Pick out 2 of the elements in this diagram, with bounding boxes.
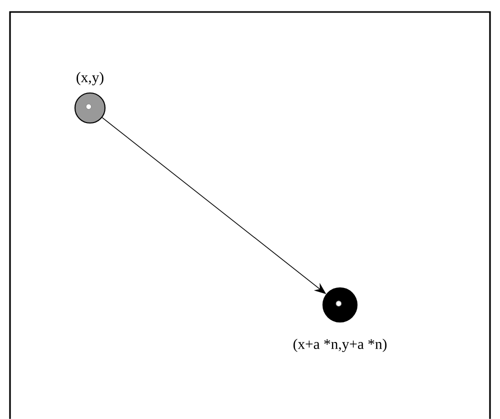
node-label: (x+a *n,y+a *n)	[293, 338, 387, 352]
node-label: (x,y)	[76, 72, 104, 86]
